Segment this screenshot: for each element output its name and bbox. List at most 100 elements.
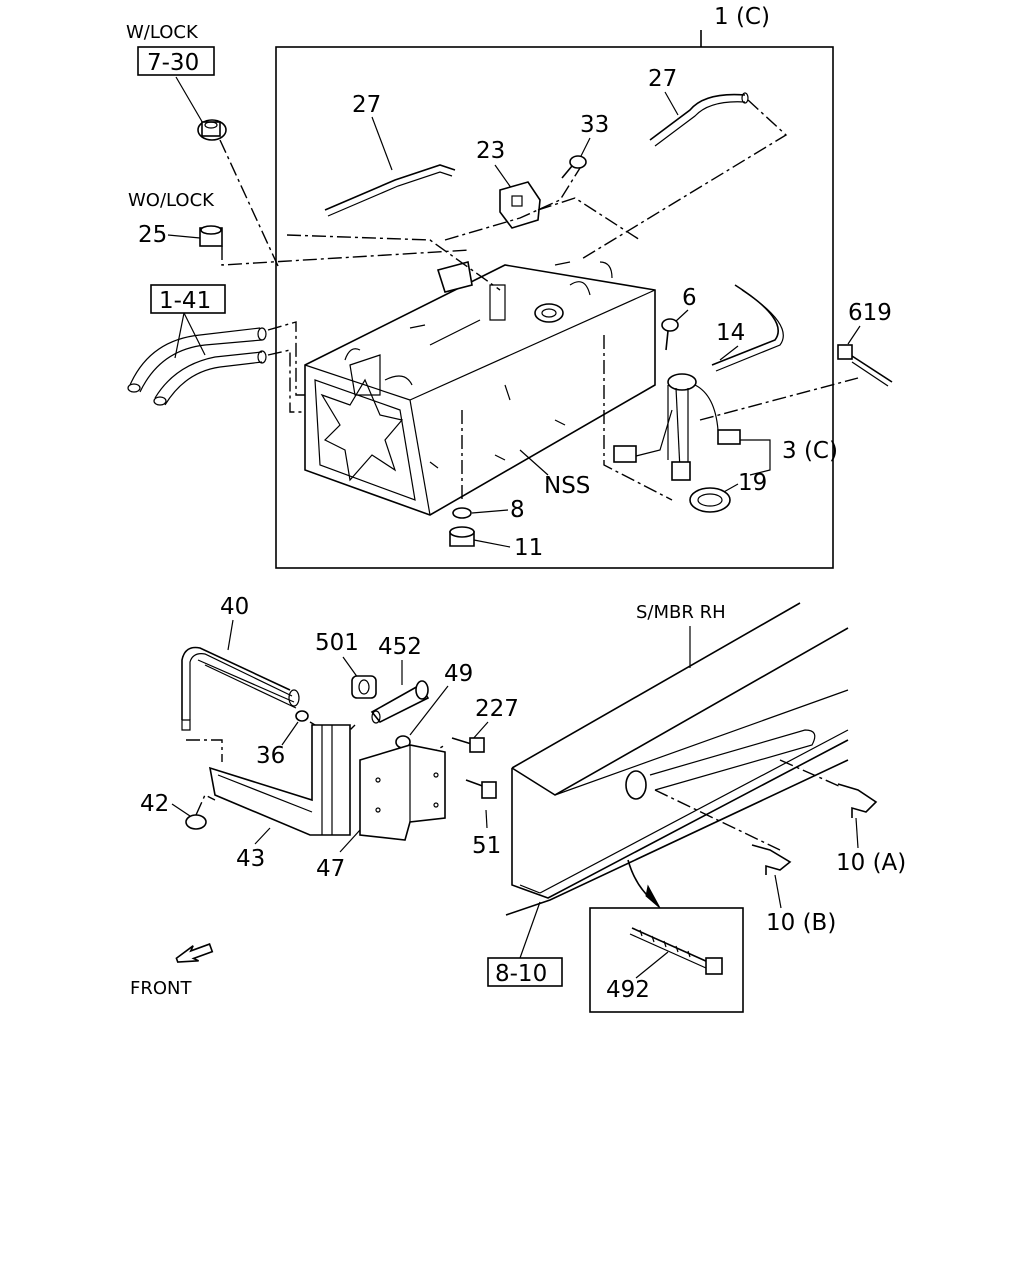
label-s-mbr-rh: S/MBR RH	[636, 602, 726, 623]
leader-14	[719, 345, 739, 361]
leader-33	[579, 137, 591, 159]
label-51: 51	[472, 833, 501, 859]
cable-tie-619-part	[837, 344, 893, 387]
label-27-right: 27	[648, 66, 677, 92]
bolt-51-part	[465, 779, 497, 799]
leader-501	[342, 656, 359, 679]
leader-51	[485, 809, 488, 829]
gasket-ring-19-part	[689, 487, 731, 513]
leader-42	[171, 803, 191, 817]
screw-33-part	[561, 155, 587, 179]
dash-line-clip-a	[779, 759, 849, 791]
filler-hoses	[127, 327, 267, 406]
leader-10a	[855, 817, 859, 849]
label-27-left: 27	[352, 92, 381, 118]
dash-line-vent-left	[286, 234, 501, 291]
ref-box-1-41	[150, 284, 226, 314]
cable-tie-492-part	[629, 927, 723, 975]
leader-43	[254, 827, 271, 845]
dash-line-cap-to-neck	[221, 246, 471, 266]
label-6: 6	[682, 285, 697, 311]
vent-hose-left-part	[324, 164, 456, 217]
washer-8-part	[452, 507, 472, 519]
label-10b: 10 (B)	[766, 910, 836, 936]
bolt-227-part	[451, 737, 485, 753]
drain-plug-11-part	[449, 526, 475, 547]
label-front: FRONT	[130, 978, 192, 999]
label-33: 33	[580, 112, 609, 138]
label-w-lock: W/LOCK	[126, 22, 199, 43]
leader-40	[227, 619, 234, 651]
leader-49	[409, 685, 449, 736]
label-wo-lock: WO/LOCK	[128, 190, 215, 211]
label-452: 452	[378, 634, 422, 660]
front-arrow-icon	[175, 943, 214, 963]
locking-fuel-cap-part	[197, 119, 227, 141]
leader-1-41-b	[183, 312, 206, 356]
leader-1-41-a	[174, 312, 185, 359]
label-14: 14	[716, 320, 745, 346]
side-member-rh-part	[505, 602, 849, 916]
dash-line-sender	[603, 335, 673, 501]
leader-619	[847, 325, 861, 345]
leader-25	[167, 234, 201, 239]
leader-11	[473, 539, 511, 548]
leader-27-left	[371, 116, 393, 171]
inset-box-492	[589, 907, 744, 1013]
leader-27-right	[664, 91, 679, 116]
leader-7-30	[175, 76, 205, 126]
label-49: 49	[444, 661, 473, 687]
leader-492	[635, 951, 669, 979]
bracket-43-part	[208, 724, 351, 836]
label-42: 42	[140, 791, 169, 817]
label-43: 43	[236, 846, 265, 872]
ref-box-8-10	[487, 957, 563, 987]
valve-part	[499, 181, 541, 229]
leader-227	[471, 721, 489, 741]
fuel-tank-assembly-frame	[275, 46, 834, 569]
dash-line-clip-b	[654, 789, 781, 851]
label-501: 501	[315, 630, 359, 656]
leader-8-10	[519, 901, 541, 959]
leader-36	[281, 721, 299, 746]
nut-36-part	[295, 710, 309, 722]
dash-line-valve-2	[537, 197, 641, 241]
label-10a: 10 (A)	[836, 850, 906, 876]
fuel-cap-part	[199, 225, 223, 247]
leader-6	[674, 309, 689, 323]
dash-line-619	[699, 377, 859, 421]
pin-452-part	[370, 680, 430, 724]
screw-6-part	[661, 318, 679, 351]
label-25: 25	[138, 222, 167, 248]
bolt-42-part	[185, 794, 216, 830]
clip-10b-part	[751, 844, 792, 875]
inset-pointer-arrowhead	[645, 884, 661, 909]
label-36: 36	[256, 743, 285, 769]
ref-box-7-30	[137, 46, 215, 76]
clip-10a-part	[837, 783, 878, 818]
label-227: 227	[475, 696, 519, 722]
leader-8	[471, 509, 509, 514]
label-1c: 1 (C)	[714, 4, 770, 30]
dash-line-vent-right	[579, 99, 788, 261]
label-3c: 3 (C)	[782, 438, 838, 464]
dash-line-strap	[186, 739, 223, 762]
tank-strap-40-part	[181, 646, 300, 731]
fuel-tank-part	[304, 261, 656, 516]
leader-10b	[774, 874, 782, 909]
fuel-sender-unit-part	[613, 373, 741, 481]
hose-14-part	[711, 284, 784, 372]
leader-nss	[519, 449, 549, 476]
label-47: 47	[316, 856, 345, 882]
label-7-30: 7-30	[147, 50, 199, 76]
vent-hose-right-part	[649, 92, 749, 147]
label-492: 492	[606, 977, 650, 1003]
label-40: 40	[220, 594, 249, 620]
label-nss: NSS	[544, 473, 590, 499]
leader-3c	[740, 439, 771, 476]
label-619: 619	[848, 300, 892, 326]
label-8-10: 8-10	[495, 961, 547, 987]
bushing-501-part	[351, 675, 377, 699]
label-23: 23	[476, 138, 505, 164]
